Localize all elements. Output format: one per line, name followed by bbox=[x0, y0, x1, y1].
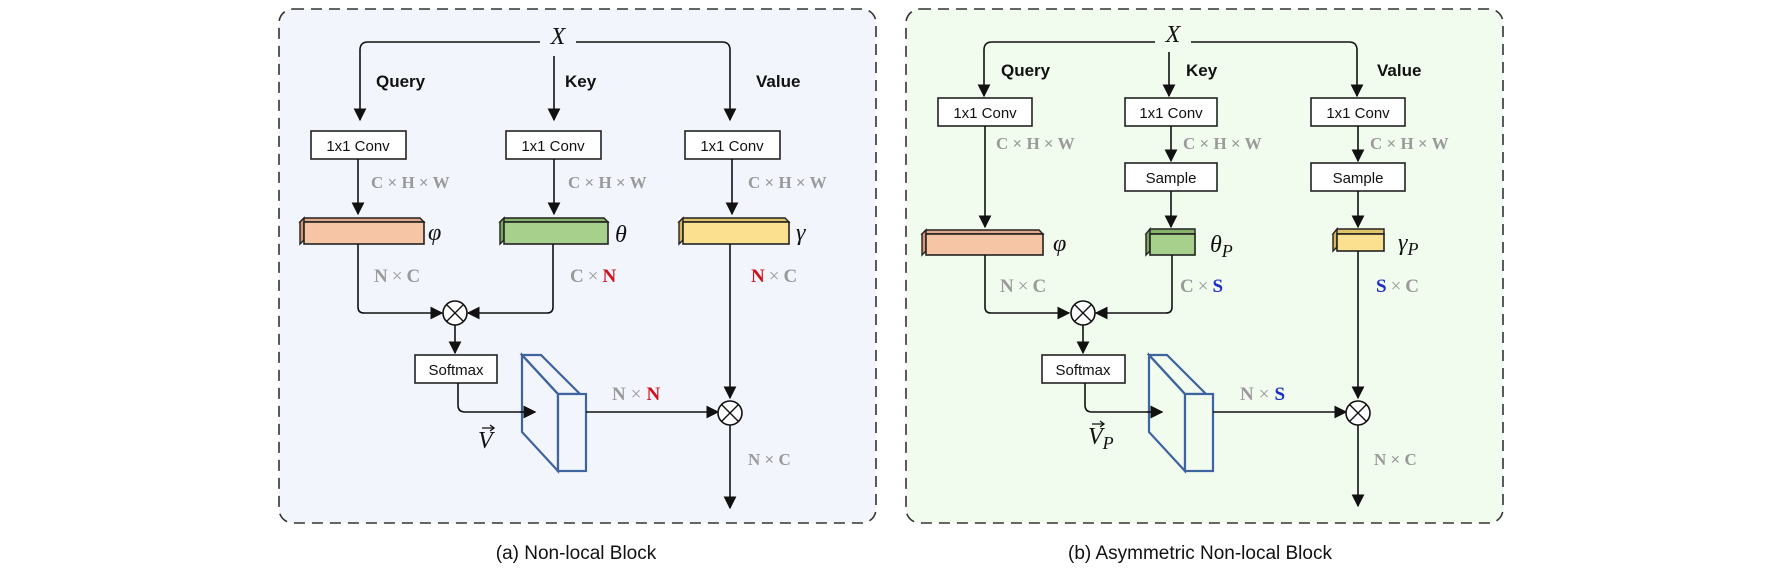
header-value: Value bbox=[756, 72, 800, 91]
query-symbol: φ bbox=[428, 220, 441, 246]
caption-a: (a) Non-local Block bbox=[496, 543, 657, 564]
header-key: Key bbox=[565, 72, 597, 91]
query-dim: C × H × W bbox=[996, 134, 1075, 153]
value-sample-box bbox=[1310, 162, 1406, 192]
output-dim: N × C bbox=[748, 450, 791, 469]
input-line-query bbox=[353, 41, 540, 122]
value-conv-box bbox=[1310, 97, 1406, 127]
query-conv-label: 1x1 Conv bbox=[326, 138, 390, 155]
key-sample-box bbox=[1124, 162, 1218, 192]
softmax-label: Softmax bbox=[1055, 362, 1111, 379]
panel-asymmetric-non-local-block: X Query Key Value 1x1 Conv 1x1 Conv 1x1 … bbox=[905, 8, 1504, 564]
key-conv-box bbox=[1124, 97, 1218, 127]
attention-dim: N×S bbox=[1240, 384, 1285, 405]
value-sample-label: Sample bbox=[1333, 170, 1384, 187]
multiply-node-2 bbox=[717, 400, 743, 426]
value-dim: C × H × W bbox=[748, 173, 827, 192]
query-out-dim: N×C bbox=[374, 266, 420, 287]
value-conv-label: 1x1 Conv bbox=[700, 138, 764, 155]
value-tensor bbox=[677, 216, 791, 246]
query-conv-label: 1x1 Conv bbox=[953, 105, 1017, 122]
header-query: Query bbox=[1001, 61, 1051, 80]
query-tensor bbox=[920, 228, 1045, 257]
softmax-to-attention bbox=[1084, 383, 1164, 419]
value-tensor-sampled bbox=[1331, 227, 1385, 253]
key-dim: C × H × W bbox=[568, 173, 647, 192]
input-line-query bbox=[977, 41, 1155, 98]
key-to-multiply bbox=[1094, 255, 1173, 320]
key-tensor-sampled bbox=[1144, 227, 1196, 257]
query-out-dim: N×C bbox=[1000, 276, 1046, 297]
query-dim: C × H × W bbox=[371, 173, 450, 192]
softmax-box bbox=[1041, 354, 1126, 384]
attention-map bbox=[519, 352, 588, 474]
caption-b: (b) Asymmetric Non-local Block bbox=[1068, 543, 1332, 564]
query-to-multiply bbox=[357, 244, 444, 320]
input-x: X bbox=[550, 24, 567, 50]
attention-vector-label: V bbox=[478, 424, 496, 454]
query-tensor bbox=[298, 216, 426, 246]
input-line-value bbox=[576, 41, 737, 122]
query-to-multiply bbox=[984, 255, 1071, 320]
attention-vector-label: VP bbox=[1088, 420, 1114, 453]
value-symbol: γ bbox=[796, 220, 806, 246]
key-to-multiply bbox=[466, 244, 554, 320]
multiply-node-2 bbox=[1345, 400, 1371, 426]
header-query: Query bbox=[376, 72, 426, 91]
softmax-box bbox=[414, 354, 498, 384]
svg-text:V: V bbox=[478, 428, 495, 454]
header-value: Value bbox=[1377, 61, 1421, 80]
value-out-dim: S×C bbox=[1376, 276, 1419, 297]
value-symbol: γP bbox=[1398, 230, 1418, 259]
key-conv-label: 1x1 Conv bbox=[521, 138, 585, 155]
input-line-value bbox=[1191, 41, 1364, 98]
key-symbol: θ bbox=[615, 222, 627, 248]
panel-non-local-block: X Query Key Value 1x1 Conv 1x1 Conv 1x1 … bbox=[278, 8, 877, 564]
value-conv-label: 1x1 Conv bbox=[1326, 105, 1390, 122]
multiply-node-1 bbox=[1070, 300, 1096, 326]
multiply-node-1 bbox=[442, 300, 468, 326]
query-conv-box bbox=[310, 130, 407, 160]
key-tensor bbox=[498, 216, 610, 246]
softmax-label: Softmax bbox=[428, 362, 484, 379]
key-conv-label: 1x1 Conv bbox=[1139, 105, 1203, 122]
softmax-to-attention bbox=[457, 383, 537, 419]
attention-dim: N×N bbox=[612, 384, 660, 405]
key-sample-label: Sample bbox=[1146, 170, 1197, 187]
svg-text:VP: VP bbox=[1088, 424, 1114, 453]
key-out-dim: C×S bbox=[1180, 276, 1223, 297]
key-out-dim: C×N bbox=[570, 266, 616, 287]
value-out-dim: N×C bbox=[751, 266, 797, 287]
input-x: X bbox=[1165, 22, 1182, 48]
header-key: Key bbox=[1186, 61, 1218, 80]
attention-map bbox=[1146, 352, 1215, 474]
query-conv-box bbox=[937, 97, 1033, 127]
output-dim: N × C bbox=[1374, 450, 1417, 469]
key-symbol: θP bbox=[1210, 232, 1233, 261]
value-dim: C × H × W bbox=[1370, 134, 1449, 153]
query-symbol: φ bbox=[1053, 231, 1066, 257]
key-dim: C × H × W bbox=[1183, 134, 1262, 153]
